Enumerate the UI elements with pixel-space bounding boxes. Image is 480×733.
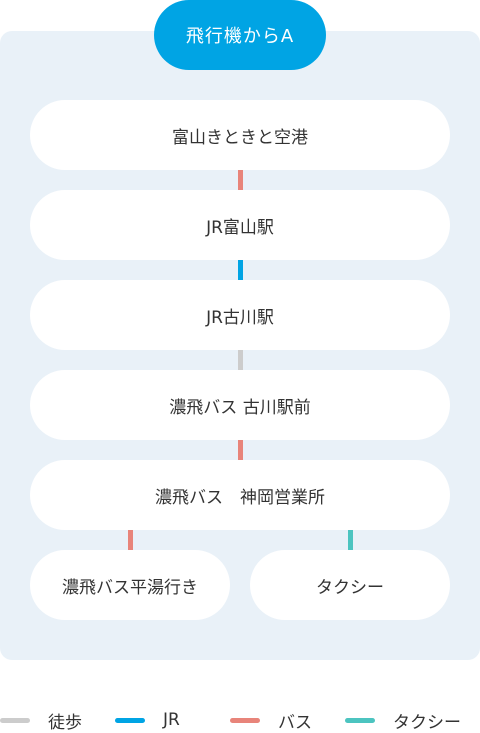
route-node-nohi-bus-kamioka: 濃飛バス 神岡営業所 — [30, 460, 450, 530]
legend-label: タクシー — [393, 712, 461, 733]
route-node-toyama-airport: 富山きときと空港 — [30, 100, 450, 170]
route-connector-walk — [238, 350, 243, 370]
route-node-jr-furukawa: JR古川駅 — [30, 280, 450, 350]
legend-line-jr — [115, 717, 145, 723]
route-node-nohi-bus-furukawa: 濃飛バス 古川駅前 — [30, 370, 450, 440]
legend-label: JR — [163, 710, 180, 730]
route-connector-jr — [238, 260, 243, 280]
legend-item-jr: JR — [115, 708, 180, 732]
branch-node-taxi: タクシー — [250, 550, 450, 620]
route-node-jr-toyama: JR富山駅 — [30, 190, 450, 260]
legend-item-taxi: タクシー — [345, 708, 461, 733]
branch-node-hirayu-bus: 濃飛バス平湯行き — [30, 550, 230, 620]
branch-connector-bus — [128, 530, 133, 550]
route-connector-bus — [238, 170, 243, 190]
legend-item-walk: 徒歩 — [0, 708, 82, 733]
legend-label: 徒歩 — [48, 712, 82, 733]
legend-line-taxi — [345, 717, 375, 723]
route-connector-bus — [238, 440, 243, 460]
legend-line-walk — [0, 717, 30, 723]
start-badge: 飛行機からA — [154, 0, 326, 70]
branch-connector-taxi — [348, 530, 353, 550]
legend-line-bus — [230, 717, 260, 723]
legend-item-bus: バス — [230, 708, 312, 733]
legend: 徒歩 JR バス タクシー — [0, 708, 480, 733]
legend-label: バス — [278, 712, 312, 733]
